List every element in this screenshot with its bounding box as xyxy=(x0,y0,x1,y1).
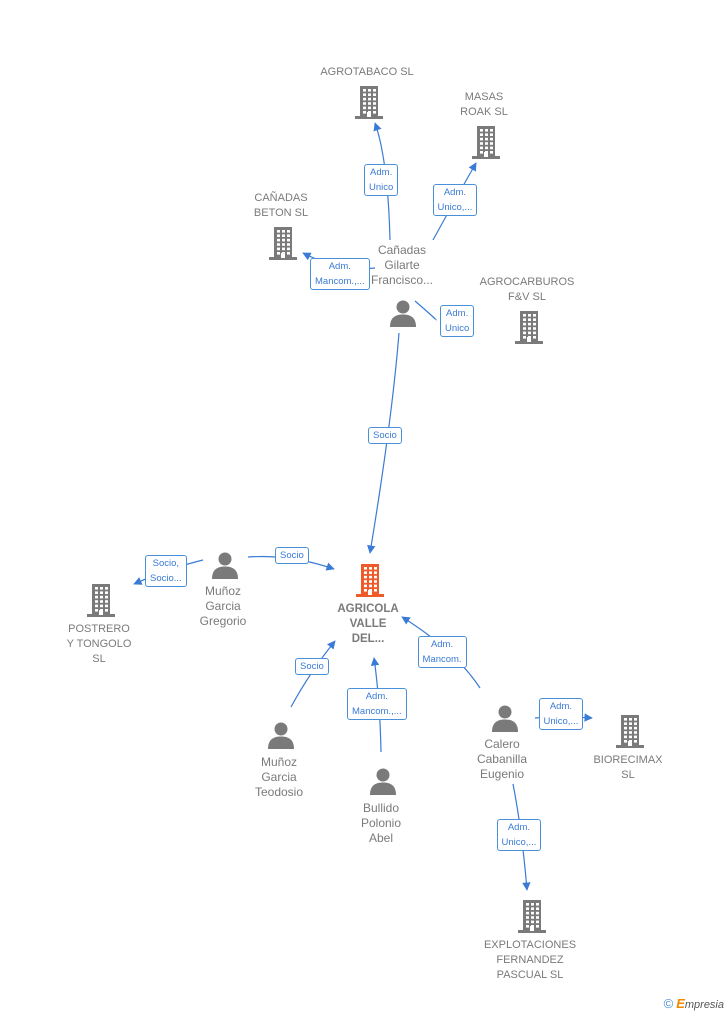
node-label: AGRICOLA VALLE DEL... xyxy=(308,602,428,647)
building-icon xyxy=(356,564,384,597)
node-label-line: Abel xyxy=(368,831,394,845)
node-label-line: FERNANDEZ xyxy=(496,954,564,966)
node-label-line: Cañadas xyxy=(377,243,427,257)
building-icon xyxy=(355,86,383,119)
node-label-line: POSTRERO xyxy=(68,623,130,635)
edge-label[interactable]: Adm. Unico,... xyxy=(432,184,478,216)
brand-watermark: ©Empresia xyxy=(664,996,724,1011)
node-label-line: BIORECIMAX xyxy=(593,754,663,766)
edge-label-line: Adm. xyxy=(328,261,351,272)
node-label: CAÑADAS BETON SL xyxy=(221,191,341,221)
node-label-line: Eugenio xyxy=(479,767,525,781)
node-label-line: MASAS xyxy=(464,91,504,103)
edge-label-line: Unico,... xyxy=(543,716,579,727)
node-label: AGROCARBUROS F&V SL xyxy=(467,275,587,305)
edge-label[interactable]: Adm. Unico xyxy=(440,305,475,337)
edge-label-line: Adm. xyxy=(370,167,393,178)
edge-label-line: Socio xyxy=(373,429,397,441)
edge-label-line: Mancom. xyxy=(422,654,462,665)
edge-label-line: Adm. xyxy=(507,822,531,833)
edge-label-line: Unico xyxy=(369,182,394,193)
edge-label[interactable]: Socio xyxy=(295,657,329,675)
edge-label-line: Socio, xyxy=(152,558,180,569)
node-label-line: BETON SL xyxy=(253,207,309,219)
node-label-line: Gilarte xyxy=(384,258,420,272)
edge-label-line: Socio xyxy=(280,549,304,561)
node-label-line: Calero xyxy=(484,737,520,751)
node-label-line: Muñoz xyxy=(260,755,298,769)
node-label: AGROTABACO SL xyxy=(307,65,427,80)
building-icon xyxy=(87,584,115,617)
edge-label-line: Socio... xyxy=(150,573,182,584)
edge-label-line: Adm. xyxy=(443,187,467,198)
building-icon xyxy=(269,227,297,260)
edge-label-line: Mancom.,... xyxy=(352,706,402,717)
node-label-line: SL xyxy=(621,769,635,781)
node-label-line: ROAK SL xyxy=(460,106,508,118)
edge-label[interactable]: Adm. Unico,... xyxy=(496,819,542,851)
node-label: BIORECIMAX SL xyxy=(568,753,688,783)
edge-label[interactable]: Adm. Mancom.,... xyxy=(310,258,370,290)
copyright-icon: © xyxy=(663,996,674,1011)
node-label-line: F&V SL xyxy=(508,291,546,303)
building-icon xyxy=(472,126,500,159)
edge-label-line: Unico,... xyxy=(437,202,473,213)
node-label-line: Gregorio xyxy=(199,614,247,628)
edge-canadas-gilarte-to-agrocarburos xyxy=(414,300,437,321)
building-icon xyxy=(616,715,644,748)
node-label-line: Garcia xyxy=(261,770,297,784)
node-label-line: SL xyxy=(92,653,106,665)
person-icon xyxy=(390,300,416,327)
node-label-line: PASCUAL SL xyxy=(496,969,564,981)
edge-label[interactable]: Socio, Socio... xyxy=(145,555,187,587)
edge-label-line: Adm. xyxy=(365,691,388,702)
node-label-line: Y TONGOLO xyxy=(66,638,132,650)
node-label-line: CAÑADAS xyxy=(254,192,308,204)
person-icon xyxy=(492,705,518,732)
node-label-line: Polonio xyxy=(360,816,402,830)
edge-label-line: Mancom.,... xyxy=(315,276,365,287)
node-label-line: AGROCARBUROS xyxy=(479,276,575,288)
node-label-line: AGRICOLA xyxy=(337,603,399,615)
edge-label[interactable]: Socio xyxy=(368,426,402,444)
person-icon xyxy=(268,722,294,749)
edge-label-line: Adm. xyxy=(446,308,469,319)
edge-label-line: Unico,... xyxy=(501,837,537,848)
node-label-line: Muñoz xyxy=(204,584,242,598)
edge-label[interactable]: Adm. Unico,... xyxy=(538,698,584,730)
edge-label[interactable]: Socio xyxy=(275,546,309,564)
edge-label-line: Unico xyxy=(445,323,470,334)
node-label-line: Cabanilla xyxy=(476,752,528,766)
edge-label[interactable]: Adm. Mancom.,... xyxy=(347,688,407,720)
node-label: MASAS ROAK SL xyxy=(424,90,544,120)
edge-label[interactable]: Adm. Unico xyxy=(364,164,399,196)
brand-logo-initial: E xyxy=(676,996,685,1011)
node-label-line: EXPLOTACIONES xyxy=(483,939,577,951)
node-label: EXPLOTACIONES FERNANDEZ PASCUAL SL xyxy=(470,938,590,983)
edge-label[interactable]: Adm. Mancom. xyxy=(417,636,467,668)
edge-label-line: Adm. xyxy=(549,701,573,712)
edge-label-line: Socio xyxy=(300,660,324,672)
node-label-line: Bullido xyxy=(362,801,400,815)
node-label-line: Garcia xyxy=(205,599,241,613)
node-label-line: Teodosio xyxy=(254,785,304,799)
person-icon xyxy=(370,768,396,795)
person-icon xyxy=(212,552,238,579)
node-label-line: AGROTABACO SL xyxy=(320,66,414,78)
edge-label-line: Adm. xyxy=(430,639,454,650)
node-label-line: DEL... xyxy=(351,633,385,645)
node-label-line: Francisco... xyxy=(370,273,433,287)
node-label-line: VALLE xyxy=(349,618,387,630)
building-icon xyxy=(518,900,546,933)
brand-logo-text: mpresia xyxy=(684,999,724,1011)
node-label: POSTRERO Y TONGOLO SL xyxy=(39,622,159,667)
building-icon xyxy=(515,311,543,344)
